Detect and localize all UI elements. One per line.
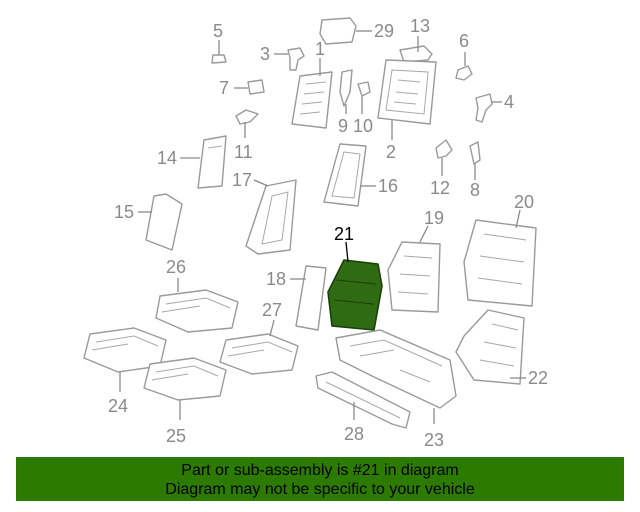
part-25[interactable]: 25	[143, 357, 227, 446]
part-4[interactable]: 4	[475, 92, 514, 123]
label-2: 2	[386, 142, 396, 162]
highlighted-part-shape	[327, 259, 383, 331]
label-8: 8	[470, 180, 480, 200]
part-7[interactable]: 7	[219, 78, 265, 98]
label-6: 6	[459, 31, 469, 51]
label-4: 4	[504, 92, 514, 112]
banner-line-2: Diagram may not be specific to your vehi…	[165, 481, 475, 498]
label-5: 5	[213, 21, 223, 41]
part-2[interactable]: 2	[377, 59, 437, 162]
part-22[interactable]: 22	[455, 309, 548, 388]
part-11[interactable]: 11	[234, 109, 259, 162]
part-12[interactable]: 12	[430, 139, 453, 198]
label-24: 24	[108, 396, 128, 416]
label-20: 20	[514, 192, 534, 212]
banner-line-1: Part or sub-assembly is #21 in diagram	[181, 462, 459, 479]
label-15: 15	[114, 202, 134, 222]
part-9[interactable]: 9	[338, 69, 353, 136]
part-15[interactable]: 15	[114, 193, 183, 251]
part-26[interactable]: 26	[155, 257, 239, 333]
label-11: 11	[234, 142, 253, 162]
label-16: 16	[378, 176, 398, 196]
part-1[interactable]: 1	[291, 39, 333, 129]
part-8[interactable]: 8	[469, 141, 481, 200]
part-17[interactable]: 17	[232, 170, 297, 255]
part-19[interactable]: 19	[387, 208, 444, 313]
label-9: 9	[338, 116, 348, 136]
label-22: 22	[528, 368, 548, 388]
part-10[interactable]: 10	[353, 81, 373, 136]
part-6[interactable]: 6	[455, 31, 473, 81]
part-3[interactable]: 3	[260, 44, 305, 71]
part-13[interactable]: 13	[399, 16, 433, 63]
part-29[interactable]: 29	[319, 17, 394, 45]
label-29: 29	[374, 21, 394, 41]
label-17: 17	[232, 170, 252, 190]
label-12: 12	[430, 178, 450, 198]
part-20[interactable]: 20	[463, 192, 537, 307]
label-10: 10	[353, 116, 373, 136]
label-3: 3	[260, 44, 270, 64]
label-7: 7	[219, 78, 229, 98]
label-27: 27	[262, 300, 282, 320]
label-26: 26	[166, 257, 186, 277]
part-21-highlighted[interactable]: 21	[327, 224, 383, 331]
label-18: 18	[266, 269, 286, 289]
label-13: 13	[410, 16, 430, 36]
part-28[interactable]: 28	[315, 371, 411, 444]
part-5[interactable]: 5	[211, 21, 227, 64]
label-14: 14	[157, 148, 177, 168]
label-28: 28	[344, 424, 364, 444]
info-banner: Part or sub-assembly is #21 in diagram D…	[16, 457, 624, 501]
part-27[interactable]: 27	[219, 300, 299, 375]
part-18[interactable]: 18	[266, 265, 327, 331]
label-25: 25	[166, 426, 186, 446]
part-16[interactable]: 16	[323, 143, 398, 207]
part-23[interactable]: 23	[335, 329, 457, 450]
label-1: 1	[315, 39, 325, 59]
part-14[interactable]: 14	[157, 135, 227, 189]
label-23: 23	[424, 430, 444, 450]
label-21: 21	[334, 224, 354, 244]
label-19: 19	[424, 208, 444, 228]
